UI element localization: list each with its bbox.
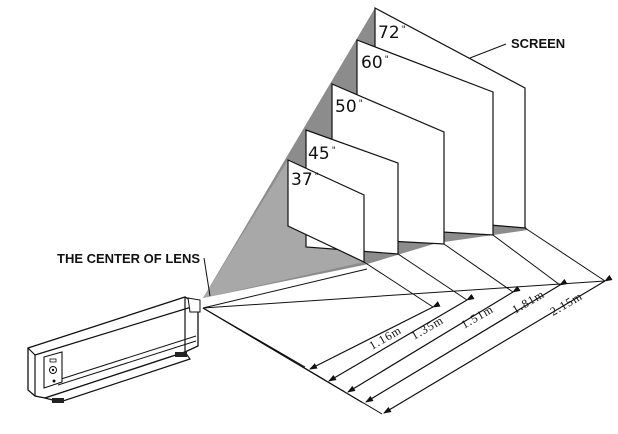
distance-label: 1.35m	[409, 313, 447, 343]
power-icon	[49, 366, 57, 374]
screen-label: SCREEN	[511, 36, 565, 51]
projector	[27, 296, 201, 403]
screen-size-label: 37	[291, 170, 313, 190]
screen-size-label: 50	[335, 97, 357, 117]
distance-label: 1.81m	[510, 287, 548, 317]
dimension-lines	[202, 274, 613, 415]
svg-text:72": 72"	[378, 23, 406, 43]
svg-text:45": 45"	[308, 144, 336, 164]
screen-callout: SCREEN	[469, 36, 565, 59]
distance-label: 2.15m	[548, 289, 586, 319]
svg-text:37": 37"	[291, 170, 319, 190]
lens-callout: THE CENTER OF LENS	[57, 251, 211, 297]
svg-text:50": 50"	[335, 97, 363, 117]
screen-size-label: 45	[308, 144, 330, 164]
indicator-icon	[52, 379, 56, 383]
screen-size-label: 60	[361, 53, 383, 73]
screen-size-label: 72	[378, 23, 400, 43]
lens-center-label: THE CENTER OF LENS	[57, 251, 200, 266]
distance-labels: 1.16m 1.35m 1.51m 1.81m 2.15m	[367, 287, 586, 353]
svg-text:60": 60"	[361, 53, 389, 73]
